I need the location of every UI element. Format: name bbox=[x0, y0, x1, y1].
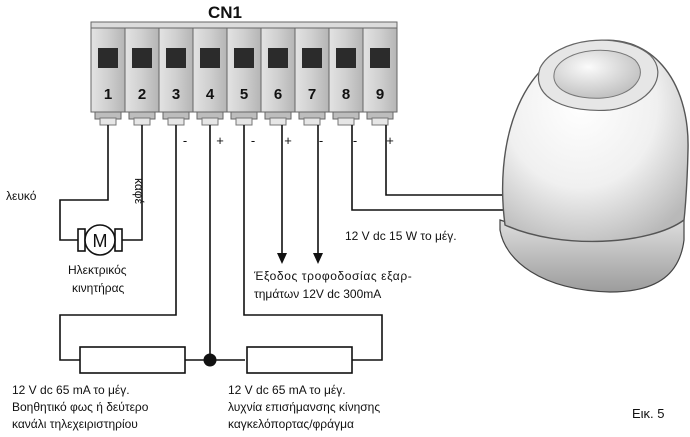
aux-light-lamp bbox=[79, 346, 186, 374]
terminal-pin-body bbox=[362, 27, 398, 113]
terminal-pin-polarity: + bbox=[284, 133, 292, 148]
terminal-pin-polarity: + bbox=[216, 133, 224, 148]
terminal-pin-lead bbox=[201, 117, 219, 126]
arrow-head-pin7 bbox=[313, 253, 323, 264]
terminal-pin-body bbox=[124, 27, 160, 113]
motion-lamp bbox=[246, 346, 353, 374]
wiring bbox=[59, 125, 515, 361]
connector-title: CN1 bbox=[208, 3, 243, 22]
wire-white-label: λευκό bbox=[6, 189, 37, 203]
terminal-pin-window bbox=[234, 48, 254, 68]
terminal-pin-window bbox=[166, 48, 186, 68]
motion-lamp-line2: καγκελόπορτας/φράγμα bbox=[228, 417, 354, 431]
wire-pin8-lamp bbox=[351, 125, 515, 211]
terminal-pin-8: 8- bbox=[328, 27, 364, 148]
motor-letter: M bbox=[93, 231, 108, 251]
flashing-lamp-illustration bbox=[499, 39, 689, 293]
terminal-pin-number: 2 bbox=[138, 86, 146, 103]
lamp-output-spec: 12 V dc 15 W το μέγ. bbox=[345, 229, 457, 243]
terminal-pin-lead bbox=[303, 117, 321, 126]
terminal-pin-2: 2 bbox=[124, 27, 160, 126]
terminal-pin-number: 8 bbox=[342, 86, 350, 103]
terminal-pin-polarity: - bbox=[319, 133, 323, 148]
motor-right-cap bbox=[114, 228, 123, 252]
terminal-pin-window bbox=[370, 48, 390, 68]
aux-light-spec: 12 V dc 65 mA το μέγ. bbox=[12, 383, 130, 397]
terminal-pin-6: 6+ bbox=[260, 27, 296, 148]
motor-label-line1: Ηλεκτρικός bbox=[68, 263, 127, 277]
arrow-head-pin6 bbox=[277, 253, 287, 264]
figure-label: Εικ. 5 bbox=[632, 406, 665, 421]
terminal-pin-polarity: - bbox=[353, 133, 357, 148]
terminal-pin-body bbox=[192, 27, 228, 113]
terminal-pin-number: 1 bbox=[104, 86, 112, 103]
terminal-pin-lead bbox=[235, 117, 253, 126]
wire-pin1-motor bbox=[59, 125, 109, 241]
terminal-pin-lead bbox=[337, 117, 355, 126]
terminal-pin-number: 5 bbox=[240, 86, 248, 103]
accessory-output-line1: Έξοδος τροφοδοσίας εξαρ- bbox=[254, 269, 413, 283]
motor-symbol: M bbox=[77, 224, 123, 256]
wire-pin9-lamp bbox=[385, 125, 510, 196]
terminal-pin-polarity: + bbox=[386, 133, 394, 148]
terminal-pin-window bbox=[268, 48, 288, 68]
terminal-pin-5: 5- bbox=[226, 27, 262, 148]
motor-label-line2: κινητήρας bbox=[72, 281, 125, 295]
terminal-pin-body bbox=[260, 27, 296, 113]
wire-pin2-motor bbox=[122, 125, 143, 241]
terminal-pin-window bbox=[302, 48, 322, 68]
terminal-pin-lead bbox=[167, 117, 185, 126]
motion-lamp-line1: λυχνία επισήμανσης κίνησης bbox=[228, 400, 381, 414]
terminal-pin-number: 4 bbox=[206, 86, 215, 103]
terminal-pin-body bbox=[294, 27, 330, 113]
terminal-pin-7: 7- bbox=[294, 27, 330, 148]
wire-pin5-motion-lamp bbox=[243, 125, 383, 361]
terminal-pin-lead bbox=[99, 117, 117, 126]
terminal-pin-polarity: - bbox=[183, 133, 187, 148]
terminal-pin-9: 9+ bbox=[362, 27, 398, 148]
terminal-pin-window bbox=[132, 48, 152, 68]
aux-light-line2: κανάλι τηλεχειριστηρίου bbox=[12, 417, 138, 431]
terminal-pin-window bbox=[200, 48, 220, 68]
motor-left-cap bbox=[77, 228, 86, 252]
lamp-lens bbox=[553, 49, 641, 99]
wire-brown-label: καφέ bbox=[132, 178, 146, 204]
terminal-pin-number: 6 bbox=[274, 86, 282, 103]
terminal-pin-number: 9 bbox=[376, 86, 384, 103]
terminal-pin-polarity: - bbox=[251, 133, 255, 148]
terminal-pin-4: 4+ bbox=[192, 27, 228, 148]
terminal-pin-window bbox=[98, 48, 118, 68]
terminal-pin-lead bbox=[371, 117, 389, 126]
motion-lamp-spec: 12 V dc 65 mA το μέγ. bbox=[228, 383, 346, 397]
aux-light-line1: Βοηθητικό φως ή δεύτερο bbox=[12, 400, 149, 414]
accessory-output-line2: τημάτων 12V dc 300mA bbox=[254, 287, 382, 301]
terminal-pin-window bbox=[336, 48, 356, 68]
terminal-pin-1: 1 bbox=[90, 27, 126, 126]
terminal-pin-number: 3 bbox=[172, 86, 180, 103]
terminal-pin-number: 7 bbox=[308, 86, 316, 103]
terminal-pin-lead bbox=[269, 117, 287, 126]
wire-pin3-aux-light bbox=[59, 125, 177, 361]
motor-circle bbox=[84, 224, 116, 256]
terminal-pin-lead bbox=[133, 117, 151, 126]
junction-node bbox=[203, 353, 217, 367]
